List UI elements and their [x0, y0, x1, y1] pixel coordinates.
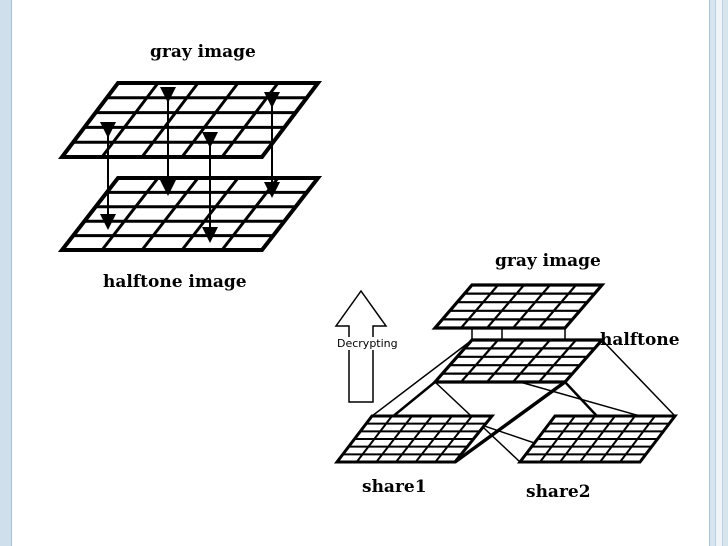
share2-label: share2 [526, 482, 591, 502]
right-halftone-grid [431, 338, 606, 384]
share1-grid [333, 414, 496, 464]
right-slide-frame [709, 0, 728, 546]
connector-line [453, 380, 567, 464]
connector-line [601, 339, 676, 417]
right-halftone-label: halftone [600, 330, 680, 350]
halftone-image-label: halftone image [103, 272, 247, 292]
top-gray-image-label: gray image [150, 42, 256, 62]
share1-label: share1 [362, 477, 427, 497]
share2-grid [516, 414, 679, 464]
grid-planes [57, 81, 679, 464]
decrypting-label: Decrypting [336, 337, 399, 350]
top-gray-grid [57, 81, 323, 159]
right-gray-grid [431, 283, 606, 330]
left-slide-frame [0, 0, 12, 546]
projection-arrows [100, 87, 280, 243]
connector-line [371, 339, 473, 417]
right-gray-image-label: gray image [495, 251, 601, 271]
connector-line [519, 381, 641, 417]
halftone-grid-left [57, 176, 323, 252]
